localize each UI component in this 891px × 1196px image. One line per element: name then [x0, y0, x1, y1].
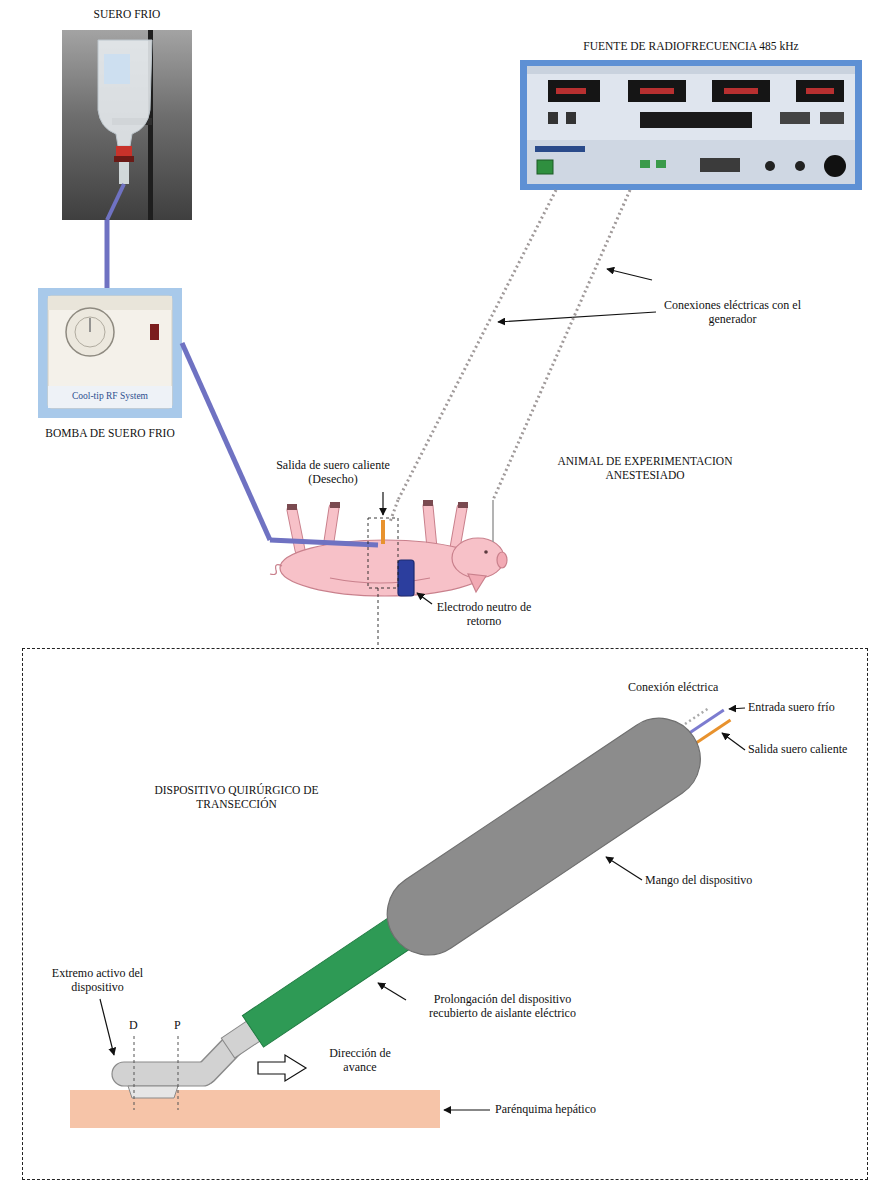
leader-arrows	[100, 269, 745, 1110]
pump-photo	[38, 288, 182, 418]
cable-line	[398, 190, 556, 500]
detail-title: DISPOSITIVO QUIRÚRGICO DE TRANSECCIÓN	[144, 784, 329, 812]
callout-label: Conexiones eléctricas con el generador	[660, 298, 805, 327]
device-drawing	[70, 680, 749, 1128]
position-mark: P	[174, 1018, 181, 1032]
generator-photo	[520, 60, 862, 190]
callout-label: Mango del dispositivo	[645, 873, 752, 887]
callout-label: Prolongación del dispositivo recubierto …	[410, 992, 595, 1021]
callout-label: Entrada suero frío	[748, 700, 835, 714]
detail-frame: DISPOSITIVO QUIRÚRGICO DE TRANSECCIÓN	[22, 648, 868, 1180]
zoom-line	[378, 600, 379, 648]
callout-label: Parénquima hepático	[495, 1102, 596, 1116]
position-mark: D	[129, 1018, 138, 1032]
animal-figure: ANIMAL DE EXPERIMENTACION ANESTESIADO	[270, 500, 505, 600]
callout-label: Salida de suero caliente (Desecho)	[258, 458, 408, 487]
photo-panel: SUERO FRIO	[62, 6, 192, 220]
cable-line	[493, 190, 630, 500]
pig-figure	[270, 500, 507, 596]
callout-label: Salida suero caliente	[748, 742, 847, 756]
tube-line	[105, 220, 110, 288]
saline-photo	[62, 30, 192, 220]
photo-title: SUERO FRIO	[62, 8, 192, 22]
device-title: BOMBA DE SUERO FRIO	[34, 427, 186, 441]
tube-line	[182, 343, 270, 540]
pump-panel: BOMBA DE SUERO FRIOCool-tip RF System	[38, 288, 182, 446]
device-brand: Cool-tip RF System	[48, 391, 172, 402]
callout-label: Electrodo neutro de retorno	[425, 600, 543, 629]
callout-label: Extremo activo del dispositivo	[40, 966, 155, 995]
generator-panel: FUENTE DE RADIOFRECUENCIA 485 kHz	[520, 38, 862, 190]
callout-label: Conexión eléctrica	[628, 680, 718, 694]
figure-title: ANIMAL DE EXPERIMENTACION ANESTESIADO	[545, 455, 745, 483]
device-title: FUENTE DE RADIOFRECUENCIA 485 kHz	[520, 40, 862, 54]
callout-label: Dirección de avance	[315, 1046, 405, 1075]
insertion-site	[270, 500, 493, 600]
